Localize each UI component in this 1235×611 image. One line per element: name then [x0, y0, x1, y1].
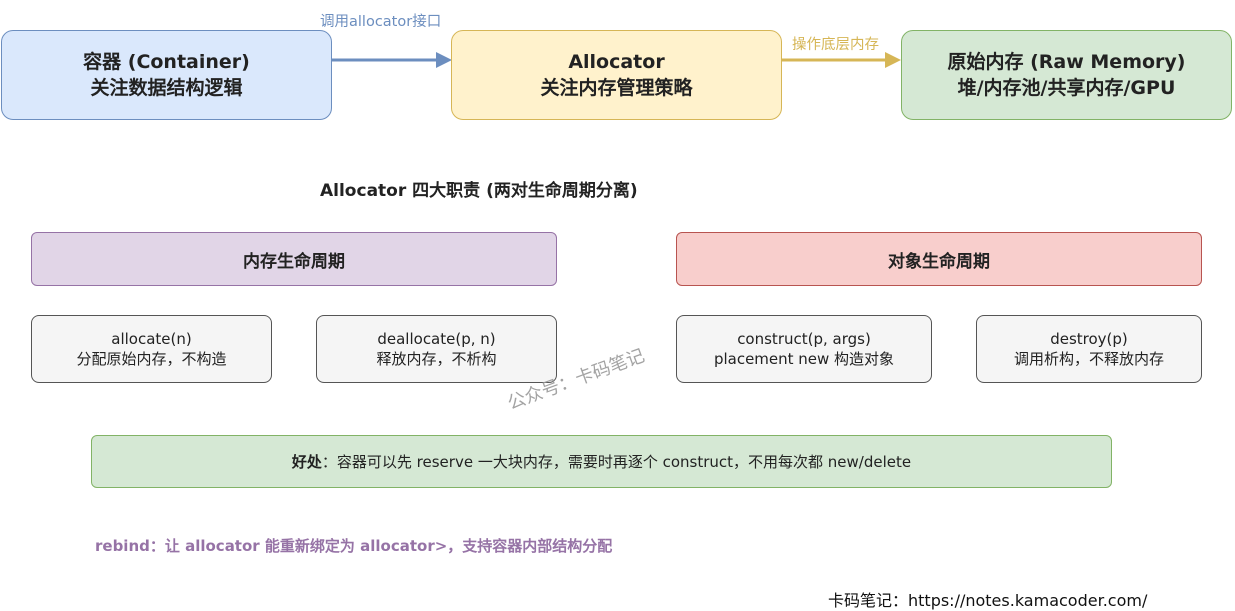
allocate-description: 分配原始内存，不构造 [76, 350, 227, 368]
allocate-box: allocate(n) 分配原始内存，不构造 [31, 315, 272, 383]
section-title: Allocator 四大职责 (两对生命周期分离) [320, 181, 638, 201]
deallocate-signature: deallocate(p, n) [377, 330, 496, 348]
allocate-signature: allocate(n) [111, 330, 192, 348]
rebind-note: rebind：让 allocator 能重新绑定为 allocator>，支持容… [95, 537, 613, 555]
allocator-title: Allocator [568, 51, 665, 73]
benefit-text: ：容器可以先 reserve 一大块内存，需要时再逐个 construct，不用… [321, 453, 912, 471]
container-box: 容器 (Container) 关注数据结构逻辑 [1, 30, 332, 120]
allocator-subtitle: 关注内存管理策略 [540, 77, 693, 99]
raw-memory-box: 原始内存 (Raw Memory) 堆/内存池/共享内存/GPU [901, 30, 1232, 120]
benefit-box: 好处：容器可以先 reserve 一大块内存，需要时再逐个 construct，… [91, 435, 1112, 488]
footer-link[interactable]: 卡码笔记：https://notes.kamacoder.com/ [828, 591, 1148, 610]
arrow1-label: 调用allocator接口 [320, 14, 442, 30]
arrowhead-container-to-allocator [436, 52, 452, 68]
destroy-box: destroy(p) 调用析构，不释放内存 [976, 315, 1202, 383]
memory-lifecycle-header: 内存生命周期 [31, 232, 557, 286]
destroy-signature: destroy(p) [1050, 330, 1128, 348]
allocator-box: Allocator 关注内存管理策略 [451, 30, 782, 120]
construct-signature: construct(p, args) [737, 330, 871, 348]
object-lifecycle-title: 对象生命周期 [888, 251, 990, 272]
raw-memory-title: 原始内存 (Raw Memory) [947, 51, 1186, 73]
deallocate-description: 释放内存，不析构 [376, 350, 497, 368]
memory-lifecycle-title: 内存生命周期 [243, 251, 345, 272]
construct-description: placement new 构造对象 [713, 350, 895, 368]
construct-box: construct(p, args) placement new 构造对象 [676, 315, 932, 383]
deallocate-box: deallocate(p, n) 释放内存，不析构 [316, 315, 557, 383]
arrowhead-allocator-to-raw-memory [885, 52, 901, 68]
container-subtitle: 关注数据结构逻辑 [90, 77, 243, 99]
container-title: 容器 (Container) [83, 51, 250, 73]
raw-memory-subtitle: 堆/内存池/共享内存/GPU [957, 77, 1176, 99]
arrow2-label: 操作底层内存 [792, 37, 879, 53]
object-lifecycle-header: 对象生命周期 [676, 232, 1202, 286]
destroy-description: 调用析构，不释放内存 [1013, 350, 1164, 368]
benefit-label: 好处 [291, 453, 322, 471]
